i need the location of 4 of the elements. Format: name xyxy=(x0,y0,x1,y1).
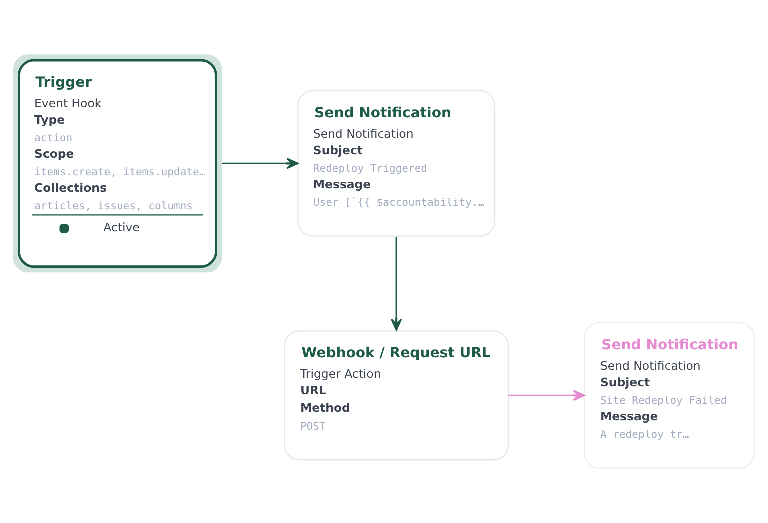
arrow xyxy=(391,237,402,331)
arrow xyxy=(508,390,586,402)
arrow xyxy=(222,158,299,170)
node-box: Trigger Event Hook Type action Scope items.create, items.update… Collections articles, issues, columns Active xyxy=(13,54,222,273)
